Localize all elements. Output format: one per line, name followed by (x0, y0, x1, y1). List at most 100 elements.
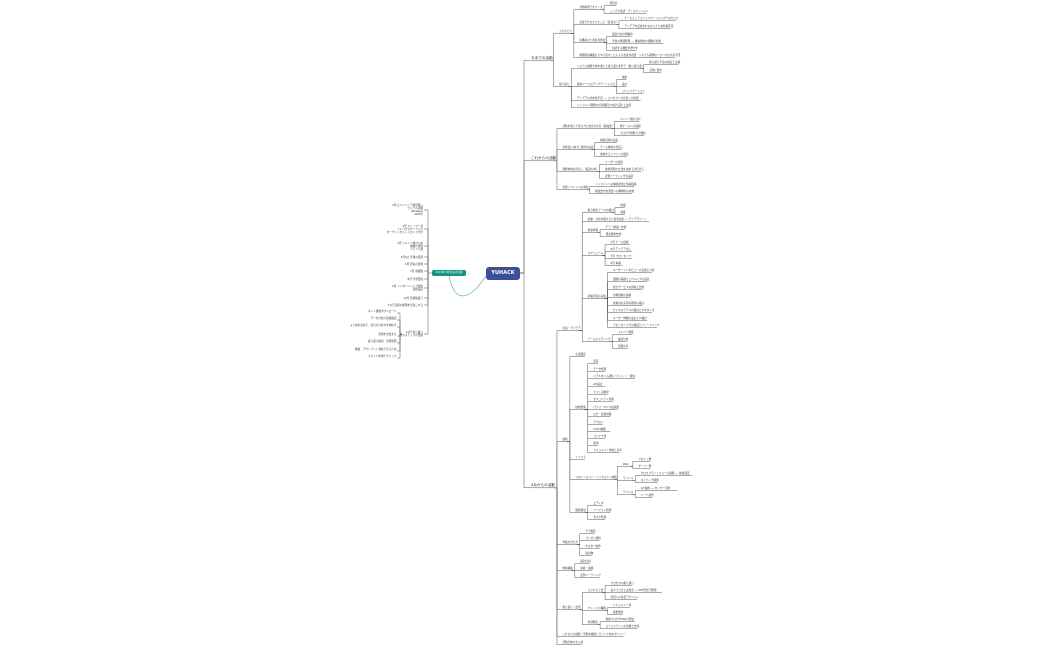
subtopic[interactable]: サーバー側 (638, 465, 652, 468)
subtopic[interactable]: 学習の時間管理 ── 優先順位の把握が必要 (612, 40, 661, 43)
subtopic[interactable]: スケジュール (587, 252, 604, 255)
subtopic[interactable]: ユーザーインタビューの実施と分析 (613, 269, 655, 272)
subtopic[interactable]: 開発環境構築からやり直すことにより改善が必要 システム開発のノウハウの共有不足 (579, 54, 681, 57)
subtopic[interactable]: コミュニティへの貢献と交流 (605, 625, 640, 628)
subtopic[interactable]: 進捗・連絡 (580, 567, 594, 570)
subtopic[interactable]: 5月 チーム結成 (610, 241, 629, 244)
subtopic[interactable]: 次回への改善アクション (610, 596, 639, 599)
subtopic[interactable]: 発表資料作成 (605, 233, 622, 236)
subtopic[interactable]: 設計 (621, 83, 628, 86)
subtopic[interactable]: IoT連携 ── センサー活用 (640, 487, 671, 490)
float-item[interactable]: 7月 基礎数 (410, 269, 423, 273)
subtopic[interactable]: ハッカソンへの継続参加と情報収集 (595, 183, 637, 186)
subtopic[interactable]: 外部イベントへの参加 (562, 186, 589, 189)
subtopic[interactable]: 発表準備 (587, 229, 599, 232)
float-subitem[interactable]: 振り返り確認 目標管理 (367, 340, 397, 343)
float-item[interactable]: 10月 目標振返り (403, 296, 423, 300)
subtopic[interactable]: バージョン管理 (593, 509, 612, 512)
branch-topic[interactable]: 4月からの活動 (531, 483, 555, 487)
float-subitem[interactable]: より質を高めて、自分の分析力を伸ばす (349, 324, 397, 327)
subtopic[interactable]: チーム体制の見直し (600, 146, 624, 149)
subtopic[interactable]: ドキュメント作成と共有 (593, 449, 622, 452)
subtopic[interactable]: 運用 (593, 442, 599, 445)
subtopic[interactable]: 調査・分析を踏まえた意思決定 ── アイデアシート (587, 218, 647, 221)
subtopic[interactable]: 開発環境 (575, 509, 586, 512)
subtopic[interactable]: 技術 (621, 76, 628, 79)
subtopic[interactable]: インフラ (575, 456, 586, 459)
subtopic[interactable]: 協働者のため意見衝突 (579, 39, 606, 42)
subtopic[interactable]: 勉強会や交流会への積極的な参加 (595, 190, 635, 193)
subtopic[interactable]: 技術ブログやSNSで発信 (605, 618, 635, 621)
subtopic[interactable]: API設計 (593, 383, 603, 386)
subtopic[interactable]: セキュリティ対策 (593, 398, 614, 401)
subtopic[interactable]: 活動全体のまとめ (562, 641, 584, 644)
subtopic[interactable]: 調査 (620, 211, 626, 214)
subtopic[interactable]: 役割分担の明確化 (612, 33, 633, 36)
subtopic[interactable]: 次年度に向けた目標の設定 (562, 146, 594, 149)
floating-topic-node[interactable]: 2019年 3年生前の目標 (432, 270, 466, 276)
subtopic[interactable]: 開発体制の見直し（役割分担） (562, 168, 599, 171)
subtopic[interactable]: リアルタイム通信（チャット・通知） (593, 375, 638, 378)
float-item[interactable]: 6月 研究の目標 (404, 262, 423, 266)
subtopic[interactable]: 振り返り手法の検討と実施 (649, 61, 681, 64)
subtopic[interactable]: ネイティブ開発 (640, 479, 659, 482)
float-item[interactable]: 8月 学習目標 (407, 277, 423, 281)
subtopic[interactable]: 調査企画の実施 (587, 295, 606, 298)
subtopic[interactable]: ビジネスモデルの検討とマネタイズ (613, 309, 655, 312)
subtopic[interactable]: パフォーマンス最適化 (593, 406, 620, 409)
subtopic[interactable]: 活動を通じて得られた知見の共有（勉強会） (562, 125, 615, 128)
subtopic[interactable]: デモ動画 (585, 530, 596, 533)
subtopic[interactable]: 認証 (593, 360, 599, 363)
subtopic[interactable]: データ管理 (593, 368, 607, 371)
subtopic[interactable]: ナレッジの蓄積 (587, 607, 606, 610)
subtopic[interactable]: 他チームへの展開 (619, 125, 641, 128)
subtopic[interactable]: 競合サービスの調査と比較 (613, 286, 645, 289)
subtopic[interactable]: ブログや資料での発信 (619, 132, 646, 135)
subtopic[interactable]: クロスプラットフォーム開発 ── 技術選定 (640, 472, 690, 475)
subtopic[interactable]: 記録に残す (649, 69, 663, 72)
subtopic[interactable]: 役割分担 (580, 560, 591, 563)
subtopic[interactable]: 6月 アイデア出し (610, 248, 632, 251)
subtopic[interactable]: プロセスの振り返り (610, 582, 634, 585)
subtopic[interactable]: 技術目標の設定 (600, 139, 619, 142)
subtopic[interactable]: 候補 (620, 204, 626, 207)
subtopic[interactable]: 技術 (562, 438, 568, 441)
subtopic[interactable]: アイデアを詰めきれなかったため時間不足 (624, 25, 674, 28)
subtopic[interactable]: アイデアの具体化不足 ── コンセプトの見直しが必要 (576, 97, 639, 100)
subtopic[interactable]: 定例ミーティングの設定 (605, 175, 634, 178)
float-item[interactable]: 11月 目標の整理を見直しする (387, 303, 423, 307)
subtopic[interactable]: メンバー間の共有 (619, 118, 641, 121)
subtopic[interactable]: ユーザー体験の設計とUI検討 (613, 317, 647, 320)
subtopic[interactable]: ポスター制作 (585, 545, 601, 548)
subtopic[interactable]: 技術要素 (575, 406, 586, 409)
subtopic[interactable]: タスク管理 (593, 516, 607, 519)
subtopic[interactable]: リーダーの選出 (605, 161, 624, 164)
float-item[interactable]: 3月 ジャイド地のため 成績の目標 ジャイド書 (397, 241, 423, 251)
subtopic[interactable]: 成果発表 (613, 611, 624, 614)
subtopic[interactable]: 最新ツールのアップデートにより (576, 83, 616, 86)
subtopic[interactable]: ふりかえり (559, 30, 572, 33)
subtopic[interactable]: 市場規模の調査 (613, 294, 632, 297)
subtopic[interactable]: 進捗管理の方法を決めて共有する (605, 168, 644, 171)
subtopic[interactable]: 役割分担 (617, 338, 629, 341)
subtopic[interactable]: 活動場所でオフィス (579, 6, 603, 9)
subtopic[interactable]: 技術的な実現可能性の検討 (613, 302, 645, 305)
subtopic[interactable]: エディタ (593, 502, 604, 505)
subtopic[interactable]: 作品の見せ方 (562, 541, 578, 544)
subtopic[interactable]: 振り返り・改善 (562, 606, 581, 609)
subtopic[interactable]: フロントエンド・バックエンド連携 (575, 476, 617, 479)
float-item[interactable]: 4月6日 学期の目標 (400, 255, 423, 259)
subtopic[interactable]: デプロイ (593, 421, 604, 424)
subtopic[interactable]: これからの課題（活動を継続していくためのポイント） (562, 633, 628, 636)
subtopic[interactable]: 外部発信 (587, 621, 599, 624)
subtopic[interactable]: 定例ミーティング (580, 574, 601, 577)
subtopic[interactable]: チームとしてコミュニケーションが少なかった (624, 17, 679, 20)
subtopic[interactable]: テスト自動化 (593, 391, 609, 394)
subtopic[interactable]: ハッカソン期間中の時間配分の振り返りと改善 (576, 104, 632, 107)
subtopic[interactable]: ハード試作 (640, 494, 654, 497)
subtopic[interactable]: 良かった点と改善点 ── KPT形式で整理 (610, 589, 657, 592)
subtopic[interactable]: 参加するイベントの選定 (600, 153, 629, 156)
subtopic[interactable]: 目標共有 (617, 345, 629, 348)
float-subitem[interactable]: ネット書籍ダウンロード (367, 310, 397, 313)
subtopic[interactable]: 振り返り (559, 83, 570, 86)
